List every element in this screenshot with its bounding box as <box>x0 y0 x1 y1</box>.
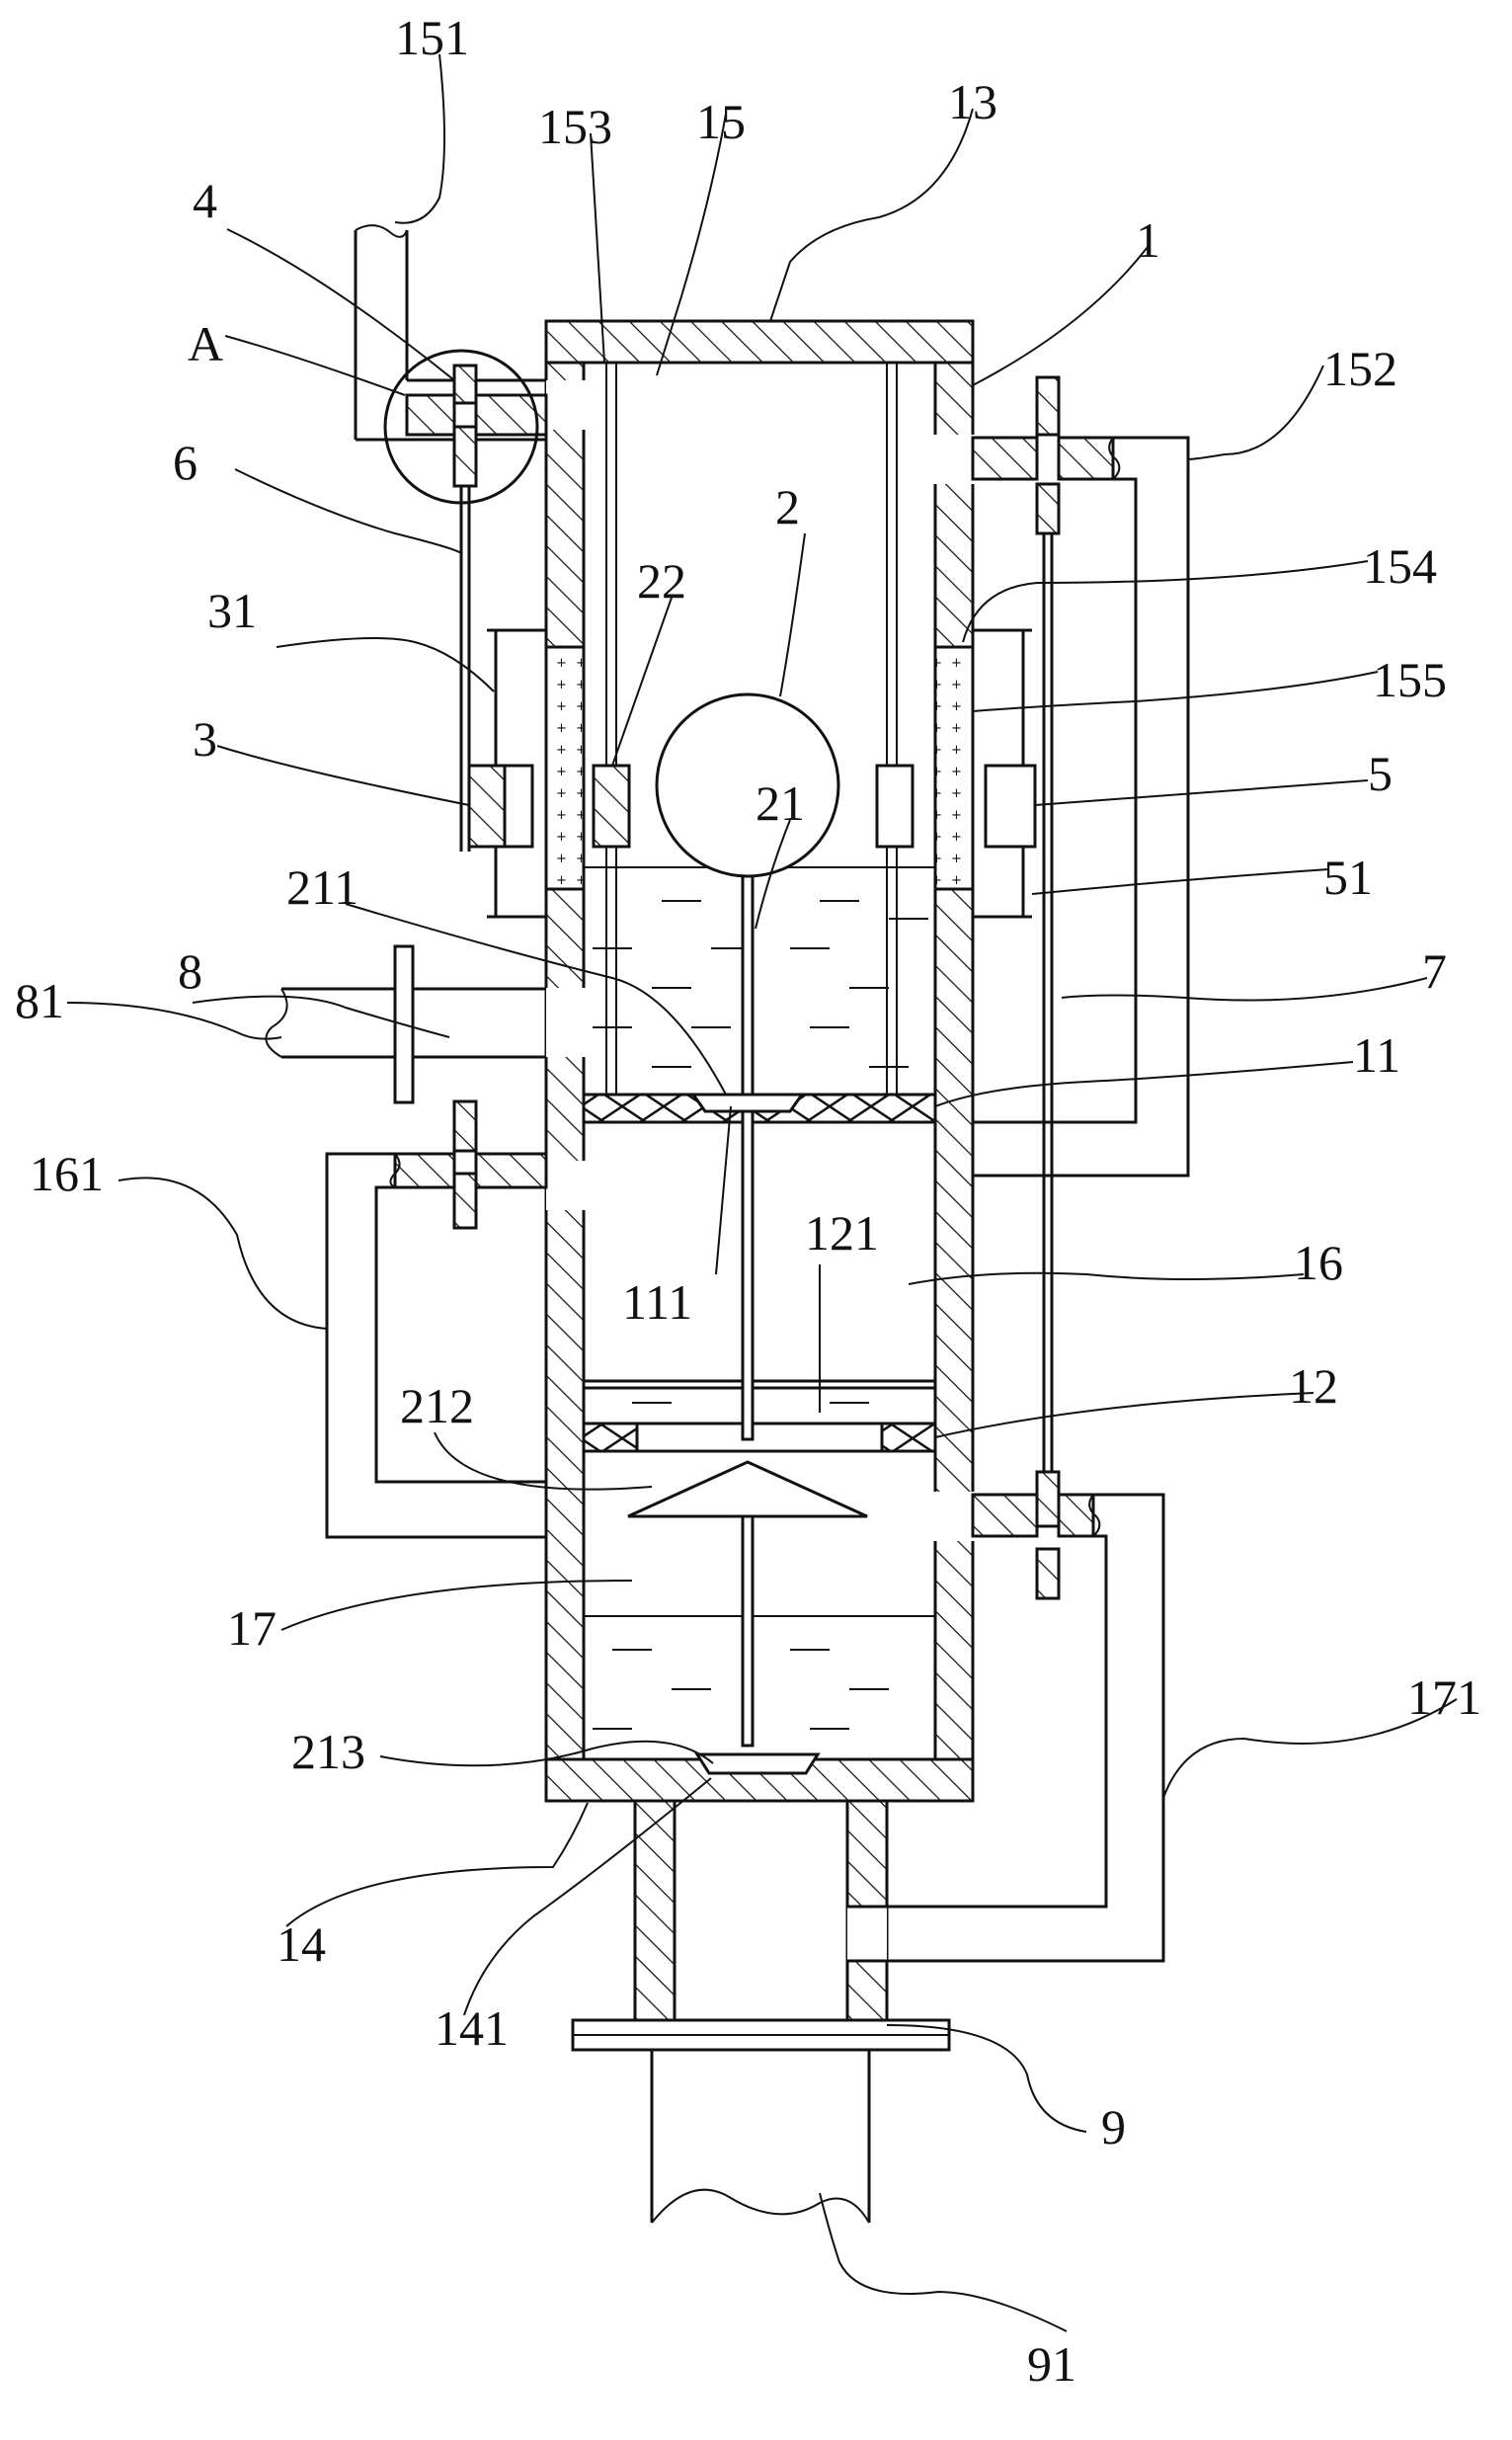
label-211: 211 <box>286 859 358 915</box>
valve-rod-lower <box>741 1514 755 1748</box>
magnet-22 <box>592 764 631 849</box>
magnet-5 <box>984 764 1037 849</box>
label-21: 21 <box>756 775 805 831</box>
valve-4-bottom <box>452 425 478 488</box>
label-14: 14 <box>277 1916 326 1972</box>
label-161: 161 <box>30 1146 104 1201</box>
label-151: 151 <box>395 10 469 65</box>
label-3: 3 <box>193 711 217 767</box>
label-4: 4 <box>193 173 217 228</box>
valve-rod <box>741 874 755 1441</box>
label-111: 111 <box>622 1274 692 1330</box>
seal-left <box>582 1422 639 1453</box>
outlet-pipe-91 <box>650 2050 871 2223</box>
label-51: 51 <box>1323 850 1373 905</box>
valve-right-top <box>1035 375 1061 437</box>
upper-liquid <box>584 866 935 1068</box>
left-wall <box>544 361 586 1761</box>
label-a: A <box>188 316 223 371</box>
pipe-152 <box>973 436 1190 1178</box>
label-8: 8 <box>178 943 202 999</box>
label-81: 81 <box>15 973 64 1028</box>
pipe-stub-161 <box>393 1152 456 1189</box>
label-152: 152 <box>1323 341 1397 396</box>
label-12: 12 <box>1289 1358 1338 1414</box>
label-212: 212 <box>400 1378 474 1433</box>
pipe-stub-171 <box>971 1493 1039 1538</box>
magnet-3 <box>467 764 507 849</box>
label-31: 31 <box>207 583 257 638</box>
magnet-right-inner <box>875 764 915 849</box>
valve-211 <box>690 1093 805 1113</box>
valve-213 <box>694 1752 821 1775</box>
label-9: 9 <box>1101 2099 1126 2155</box>
leader-lines <box>66 53 1458 2332</box>
label-154: 154 <box>1363 538 1437 594</box>
valve-171-bottom <box>1035 1547 1061 1600</box>
label-11: 11 <box>1353 1027 1400 1083</box>
main-housing <box>544 319 975 1803</box>
lower-liquid <box>584 1402 935 1730</box>
pipe-stub-152 <box>971 436 1039 481</box>
label-15: 15 <box>696 94 746 149</box>
pipe-171 <box>847 1493 1165 1963</box>
valve-171-top <box>1035 1470 1061 1528</box>
pipe-stub-151 <box>405 393 456 437</box>
label-141: 141 <box>435 2000 509 2056</box>
right-wall <box>933 361 975 1761</box>
label-153: 153 <box>538 99 612 154</box>
label-17: 17 <box>227 1600 277 1656</box>
label-121: 121 <box>805 1205 879 1261</box>
label-91: 91 <box>1027 2336 1076 2392</box>
valve-161-top <box>452 1099 478 1153</box>
label-171: 171 <box>1407 1669 1481 1725</box>
label-16: 16 <box>1294 1235 1343 1290</box>
label-213: 213 <box>291 1724 365 1779</box>
valve-right-top-b <box>1035 482 1061 535</box>
filter-left <box>544 645 586 891</box>
label-1: 1 <box>1136 212 1160 268</box>
reference-labels: 151 153 15 13 4 A 1 152 6 2 31 22 154 15… <box>15 10 1481 2392</box>
valve-161-bottom <box>452 1172 478 1230</box>
pipe-161 <box>325 1152 546 1539</box>
outlet-left-wall <box>633 1799 676 2022</box>
label-5: 5 <box>1368 746 1393 801</box>
label-22: 22 <box>637 553 686 609</box>
valve-4-top <box>452 364 478 405</box>
label-2: 2 <box>775 479 800 534</box>
seal-right <box>880 1422 937 1453</box>
label-155: 155 <box>1373 652 1447 707</box>
top-cover <box>544 319 975 365</box>
label-13: 13 <box>948 74 997 129</box>
float-ball <box>655 692 840 878</box>
filter-right <box>933 645 975 891</box>
cone-212 <box>627 1460 868 1518</box>
label-7: 7 <box>1422 943 1447 999</box>
label-6: 6 <box>173 435 198 490</box>
